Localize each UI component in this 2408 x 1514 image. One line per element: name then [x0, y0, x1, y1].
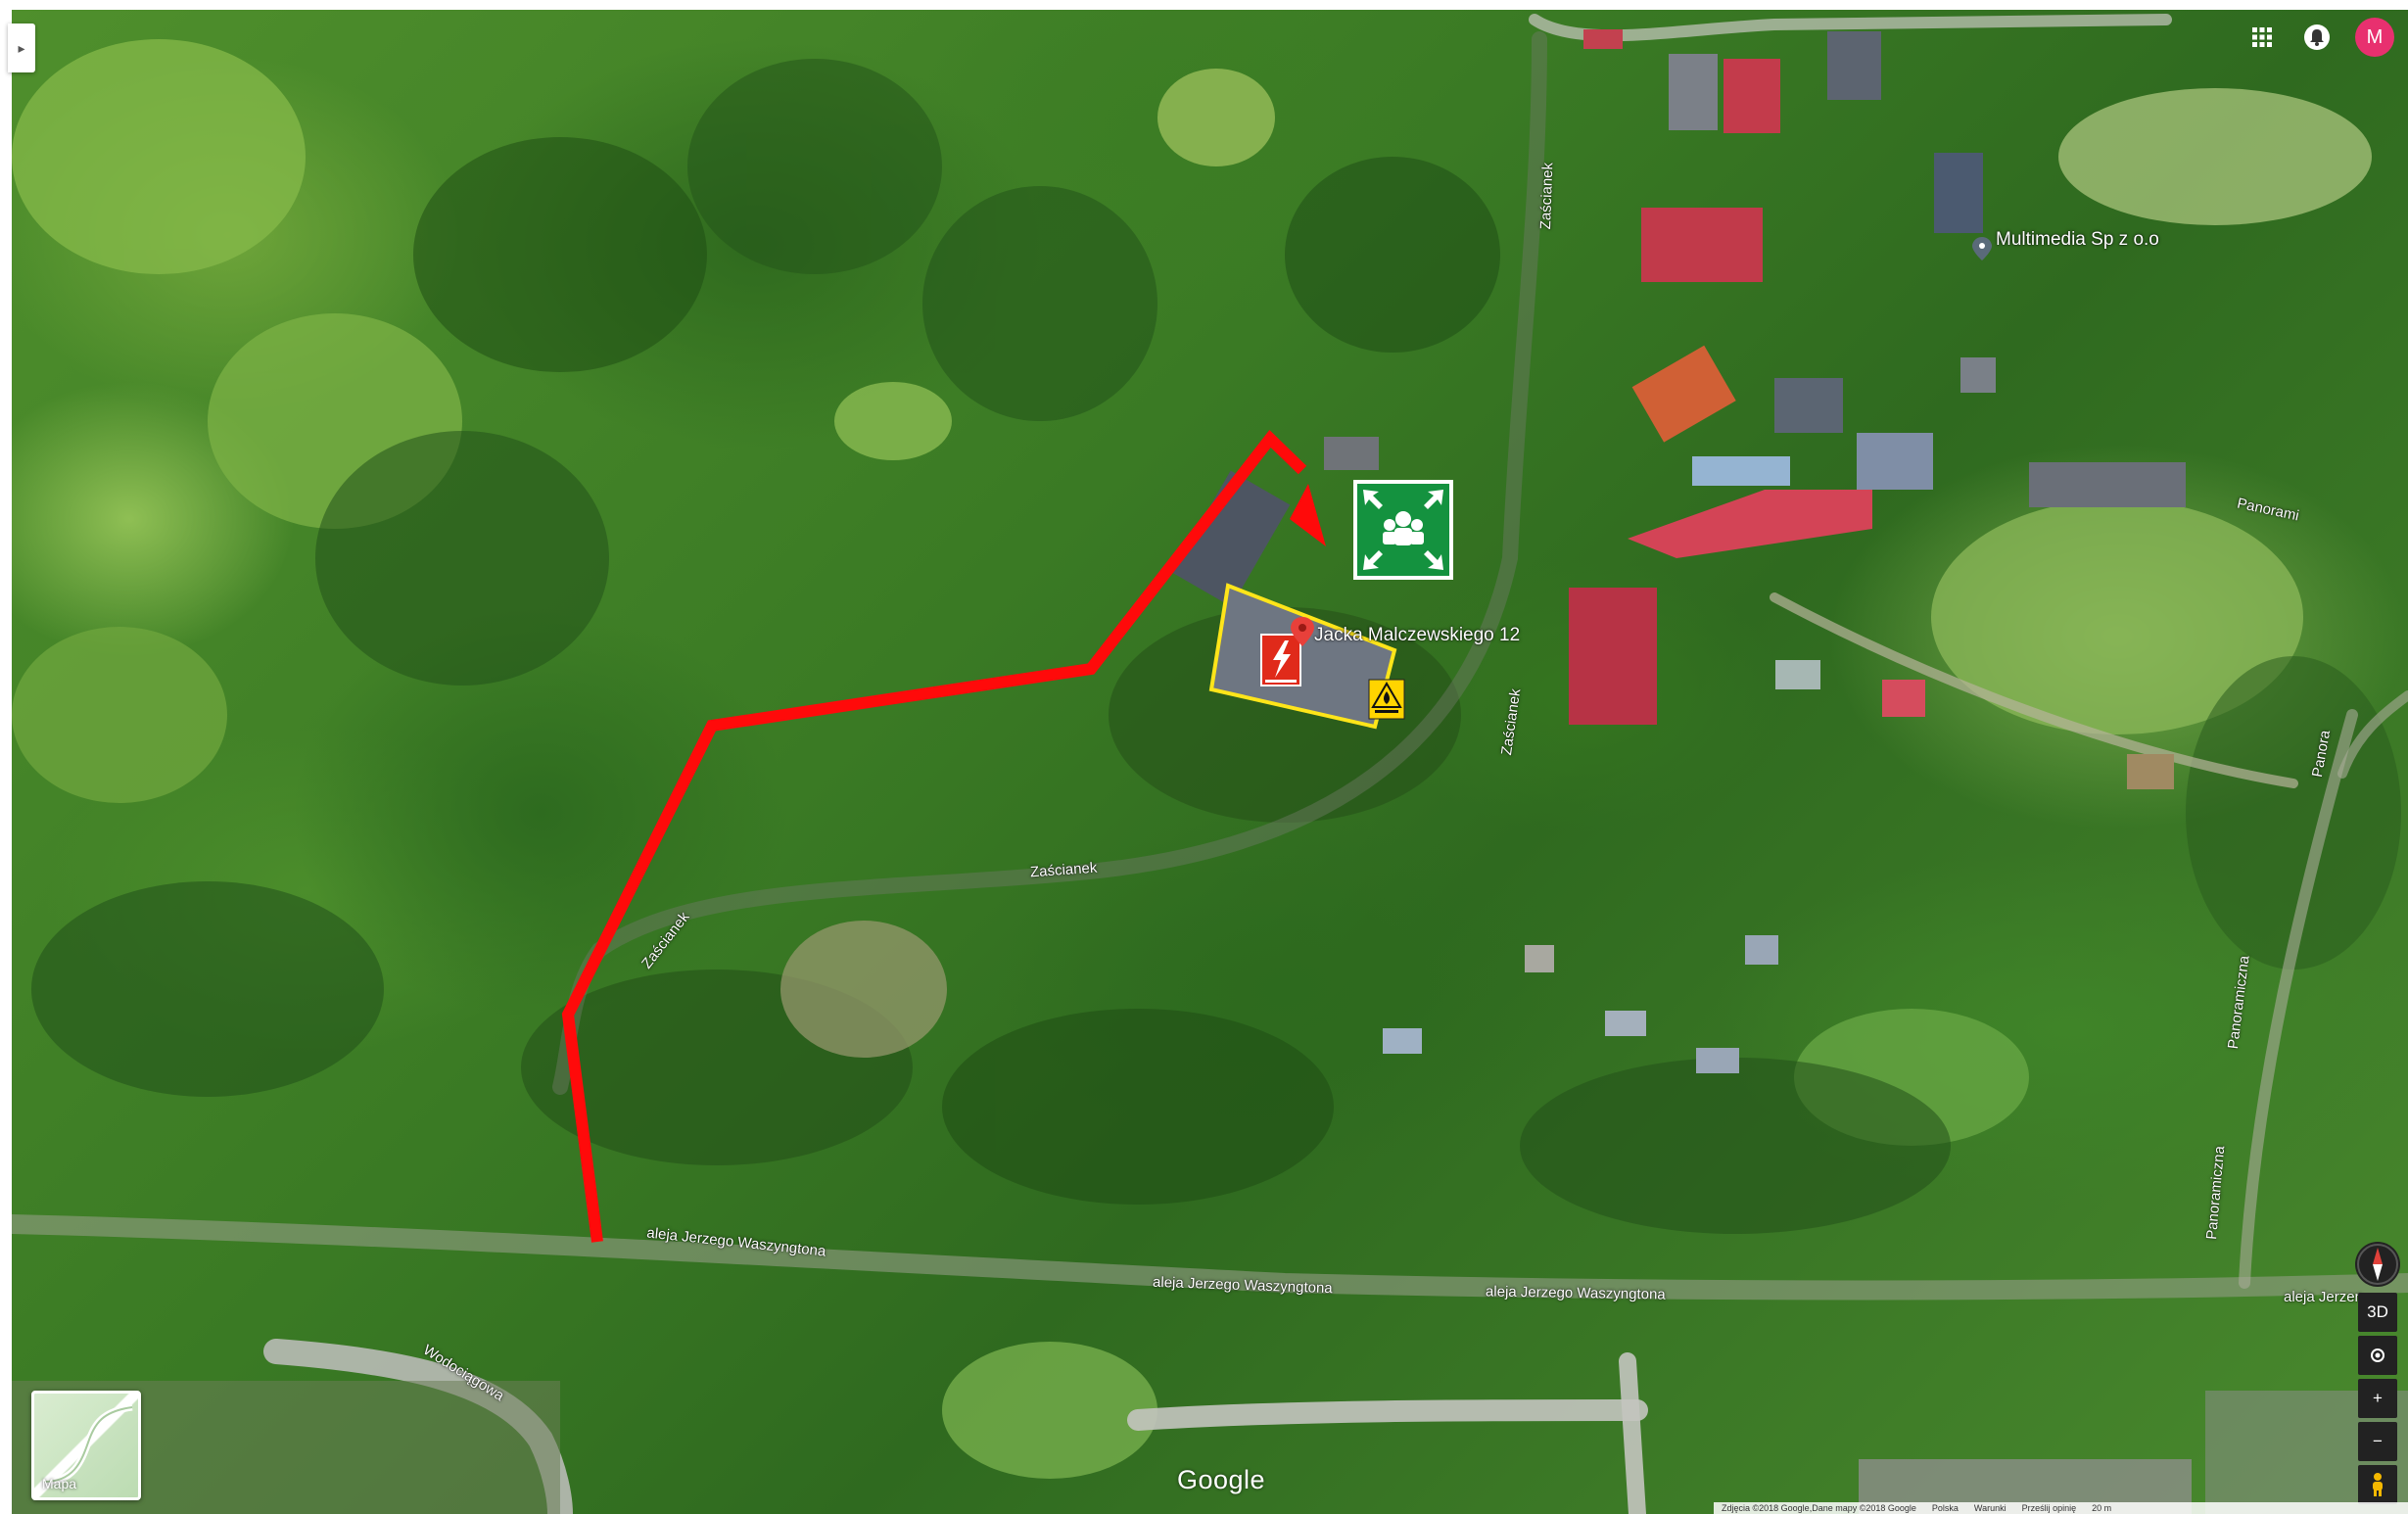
country-link[interactable]: Polska — [1931, 1503, 1959, 1513]
pegman-icon — [2373, 1473, 2383, 1496]
attribution-bar: Zdjęcia ©2018 Google,Dane mapy ©2018 Goo… — [1714, 1502, 2408, 1514]
map-controls: 3D + − — [2355, 1242, 2400, 1508]
map-overlay — [12, 14, 2408, 1514]
map-layer-switcher[interactable]: Mapa — [31, 1391, 141, 1500]
terms-link[interactable]: Warunki — [1973, 1503, 2007, 1513]
business-pin-icon[interactable] — [1972, 237, 1992, 260]
layer-switch-label: Mapa — [42, 1476, 77, 1491]
business-label[interactable]: Multimedia Sp z o.o — [1996, 229, 2159, 250]
notifications-bell-icon[interactable] — [2300, 21, 2334, 54]
tree-clusters — [31, 59, 2401, 1234]
chevron-right-icon: ▸ — [18, 39, 25, 56]
street-label-waszyngtona: aleja Jerzego Waszyngtona — [1485, 1283, 1666, 1303]
buildings — [1171, 29, 2192, 1514]
street-label-waszyngtona: aleja Jerzen — [2284, 1289, 2363, 1305]
my-location-icon — [2371, 1348, 2384, 1362]
avatar[interactable]: M — [2355, 18, 2394, 57]
satellite-map[interactable]: Zaścianek Zaścianek Zaścianek Zaścianek … — [12, 10, 2408, 1514]
compass-icon[interactable] — [2355, 1242, 2400, 1287]
my-location-button[interactable] — [2358, 1336, 2397, 1375]
place-label[interactable]: Jacka Malczewskiego 12 — [1314, 625, 1521, 645]
flame-icon — [1368, 679, 1405, 720]
evacuation-route — [561, 430, 1307, 1243]
route-arrowhead — [1290, 484, 1326, 546]
building-outline — [1208, 583, 1397, 730]
apps-grid-icon[interactable] — [2245, 21, 2279, 54]
zoom-in-button[interactable]: + — [2358, 1379, 2397, 1418]
imagery-attribution: Zdjęcia ©2018 Google,Dane mapy ©2018 Goo… — [1722, 1503, 1916, 1513]
map-thumbnail-icon — [43, 1403, 133, 1486]
tilt-3d-button[interactable]: 3D — [2358, 1293, 2397, 1332]
pegman-button[interactable] — [2358, 1465, 2397, 1504]
side-panel-toggle[interactable]: ▸ — [8, 24, 35, 72]
scale-label: 20 m — [2092, 1503, 2112, 1513]
bare-ground-patch — [780, 921, 947, 1058]
assembly-point-icon — [1353, 480, 1453, 580]
street-label-zascianek: Zaścianek — [1537, 162, 1557, 230]
lightning-icon — [1260, 634, 1301, 686]
account-bar: M — [2245, 18, 2394, 57]
location-pin-icon[interactable] — [1291, 617, 1314, 646]
google-logo: Google — [1177, 1465, 1266, 1494]
feedback-link[interactable]: Prześlij opinię — [2021, 1503, 2077, 1513]
zoom-out-button[interactable]: − — [2358, 1422, 2397, 1461]
